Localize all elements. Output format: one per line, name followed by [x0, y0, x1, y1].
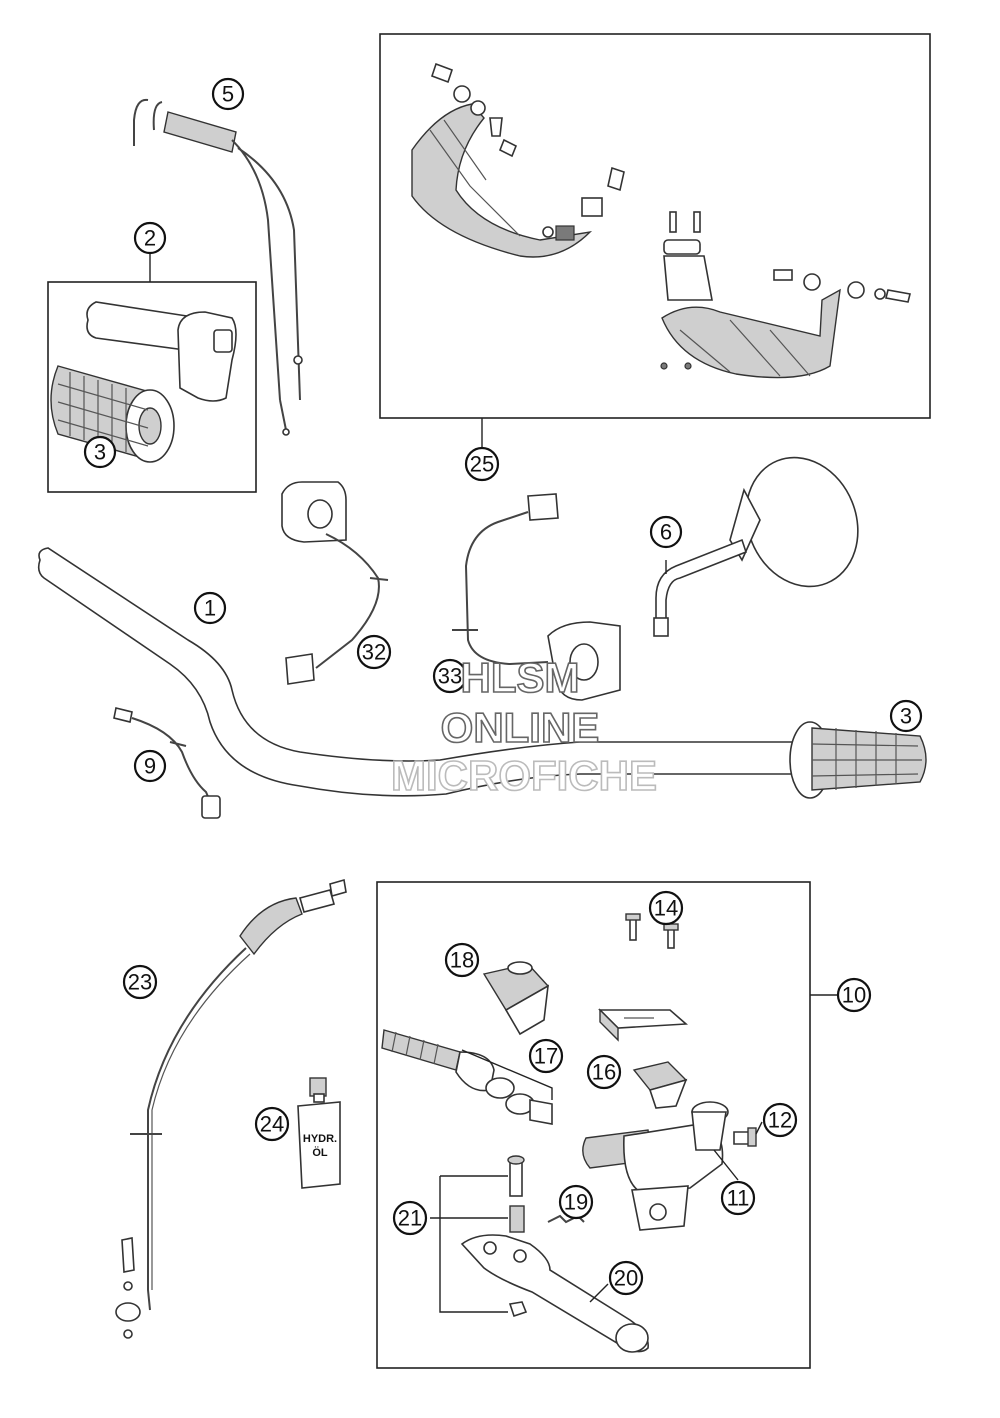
brake-lever-20 [460, 1234, 649, 1353]
svg-text:32: 32 [362, 640, 386, 665]
handguard-kit-frame [379, 33, 931, 419]
callout-23: 23 [122, 964, 158, 1000]
left-handguard [411, 103, 603, 258]
right-handguard [660, 239, 841, 379]
right-handguard-bolts [669, 211, 911, 303]
svg-text:20: 20 [614, 1266, 638, 1291]
leader-12 [755, 1121, 763, 1135]
brake-assembly-frame [376, 881, 811, 1369]
callout-14: 14 [648, 890, 684, 926]
hydraulic-oil-bottle: HYDR. ÖL [297, 1077, 341, 1189]
throttle-tube [86, 301, 237, 402]
svg-text:11: 11 [727, 1186, 750, 1211]
callout-21: 21 [392, 1200, 428, 1236]
mirror [653, 456, 859, 637]
callout-9: 9 [133, 749, 167, 783]
callout-5: 5 [211, 77, 245, 111]
svg-text:23: 23 [128, 970, 152, 995]
leader-20 [589, 1283, 609, 1303]
callout-6: 6 [649, 515, 683, 549]
callout-10: 10 [836, 977, 872, 1013]
callout-33: 33 [432, 658, 468, 694]
svg-text:3: 3 [900, 704, 912, 729]
throttle-cables [133, 98, 303, 436]
bolt-12 [733, 1127, 757, 1147]
kill-switch-cable [113, 707, 221, 819]
callout-18: 18 [444, 942, 480, 978]
callout-2: 2 [133, 221, 167, 255]
callout-24: 24 [254, 1106, 290, 1142]
svg-text:25: 25 [470, 452, 494, 477]
watermark-line1: HLSM [461, 654, 580, 701]
svg-text:14: 14 [654, 896, 678, 921]
pivot-bolt-21 [430, 1155, 528, 1318]
screws-14 [625, 913, 679, 949]
master-cylinder-11 [582, 1101, 729, 1231]
callout-12: 12 [762, 1102, 798, 1138]
svg-text:16: 16 [592, 1060, 616, 1085]
svg-text:9: 9 [144, 754, 156, 779]
left-switch [281, 481, 389, 685]
callout-20: 20 [608, 1260, 644, 1296]
svg-text:21: 21 [398, 1206, 422, 1231]
callout-1: 1 [193, 591, 227, 625]
piston-17 [381, 1029, 553, 1125]
svg-text:33: 33 [438, 664, 462, 689]
svg-text:6: 6 [660, 520, 672, 545]
svg-text:19: 19 [564, 1190, 588, 1215]
right-grip [789, 721, 927, 799]
callout-19: 19 [558, 1184, 594, 1220]
watermark-line3: MICROFICHE [391, 752, 657, 799]
brake-hose [115, 878, 347, 1339]
svg-text:17: 17 [534, 1044, 558, 1069]
callout-3-right: 3 [889, 699, 923, 733]
leader-11 [713, 1149, 739, 1181]
callout-17: 17 [528, 1038, 564, 1074]
left-handguard-bolts [430, 62, 625, 238]
bottle-label-line1: HYDR. [303, 1133, 337, 1145]
callout-25: 25 [464, 446, 500, 482]
grip-rubber [50, 365, 175, 463]
svg-text:1: 1 [204, 596, 216, 621]
svg-text:10: 10 [842, 983, 866, 1008]
bottle-label-line2: ÖL [312, 1146, 328, 1159]
svg-text:2: 2 [144, 226, 156, 251]
callout-11: 11 [720, 1180, 756, 1216]
right-switch [452, 493, 621, 701]
svg-text:5: 5 [222, 82, 234, 107]
callout-16: 16 [586, 1054, 622, 1090]
grip-kit-frame [47, 281, 257, 493]
svg-text:12: 12 [768, 1108, 792, 1133]
svg-text:18: 18 [450, 948, 474, 973]
reservoir-cover [598, 1008, 688, 1042]
bracket-16 [632, 1061, 688, 1109]
svg-text:3: 3 [94, 440, 106, 465]
watermark-line2: ONLINE [441, 704, 600, 751]
clamp-18 [482, 961, 550, 1036]
svg-text:24: 24 [260, 1112, 284, 1137]
callout-32: 32 [356, 634, 392, 670]
callout-3-left: 3 [83, 435, 117, 469]
